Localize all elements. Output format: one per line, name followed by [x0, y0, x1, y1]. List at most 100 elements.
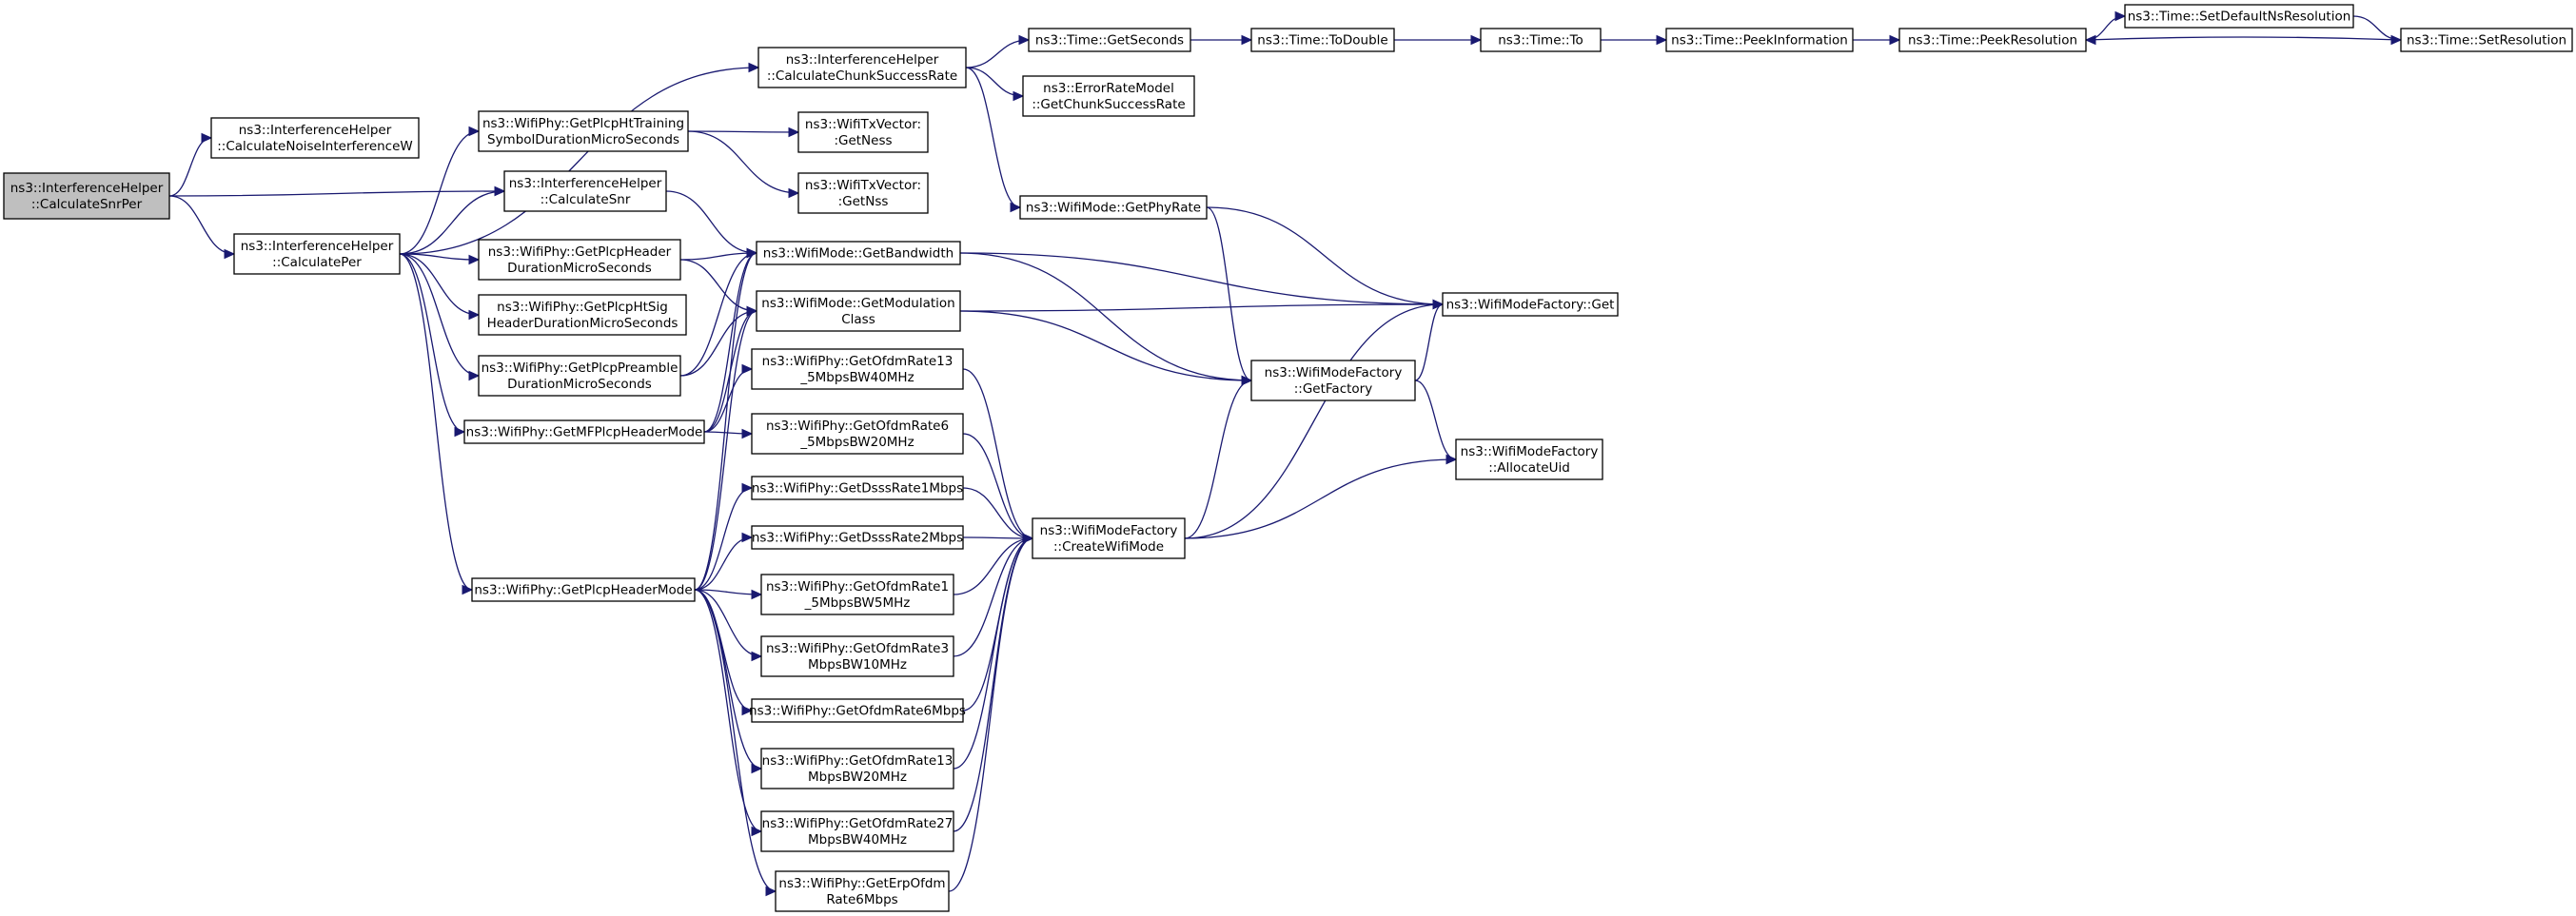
node-label-ofdm13_20: MbpsBW20MHz	[808, 770, 907, 785]
node-box-erpOfdm[interactable]	[775, 870, 950, 912]
node-box-dsss1[interactable]	[751, 476, 964, 500]
node-allocUid[interactable]: ns3::WifiModeFactory::AllocateUid	[1455, 439, 1603, 480]
node-box-dsss2[interactable]	[751, 525, 964, 550]
node-label-setDefaultNs: ns3::Time::SetDefaultNsResolution	[2128, 10, 2351, 25]
node-dsss2[interactable]: ns3::WifiPhy::GetDsssRate2Mbps	[751, 525, 964, 550]
edge-calcSnrPer-to-calcPer	[168, 195, 235, 255]
node-box-ofdm1_5[interactable]	[760, 574, 954, 615]
node-toDouble[interactable]: ns3::Time::ToDouble	[1250, 28, 1395, 52]
node-box-mfHeader[interactable]	[463, 419, 705, 444]
node-box-plcpHeaderDur[interactable]	[478, 239, 681, 281]
nodes-layer: ns3::InterferenceHelper::CalculateSnrPer…	[3, 4, 2573, 912]
node-mfHeader[interactable]: ns3::WifiPhy::GetMFPlcpHeaderMode	[463, 419, 705, 444]
node-box-getPhyRate[interactable]	[1019, 195, 1208, 220]
edge-dsss1-to-createMode	[962, 487, 1033, 539]
node-label-calcSnr: ::CalculateSnr	[541, 192, 631, 207]
node-box-ofdm3_10[interactable]	[760, 635, 954, 677]
node-chunk[interactable]: ns3::InterferenceHelper::CalculateChunkS…	[757, 47, 967, 88]
node-box-preamble[interactable]	[478, 355, 681, 397]
node-label-createMode: ns3::WifiModeFactory	[1040, 523, 1178, 538]
node-ofdm1_5[interactable]: ns3::WifiPhy::GetOfdmRate1_5MbpsBW5MHz	[760, 574, 954, 615]
node-preamble[interactable]: ns3::WifiPhy::GetPlcpPreambleDurationMic…	[478, 355, 681, 397]
node-box-createMode[interactable]	[1032, 517, 1186, 559]
node-getSeconds[interactable]: ns3::Time::GetSeconds	[1028, 28, 1191, 52]
node-getBandwidth[interactable]: ns3::WifiMode::GetBandwidth	[756, 241, 961, 265]
node-peekRes[interactable]: ns3::Time::PeekResolution	[1898, 28, 2087, 52]
node-getNess[interactable]: ns3::WifiTxVector::GetNess	[797, 111, 929, 153]
node-label-ofdm1_5: _5MbpsBW5MHz	[804, 595, 911, 611]
node-setRes[interactable]: ns3::Time::SetResolution	[2400, 28, 2573, 52]
node-calcSnrPer[interactable]: ns3::InterferenceHelper::CalculateSnrPer	[3, 172, 170, 220]
node-box-getSeconds[interactable]	[1028, 28, 1191, 52]
node-box-chunk[interactable]	[757, 47, 967, 88]
node-box-getNss[interactable]	[797, 172, 929, 214]
node-peekInfo[interactable]: ns3::Time::PeekInformation	[1665, 28, 1854, 52]
edge-getModClass-to-getFactory	[959, 310, 1252, 381]
node-box-peekRes[interactable]	[1898, 28, 2087, 52]
node-box-ofdm13_40[interactable]	[751, 348, 964, 390]
node-box-timeTo[interactable]	[1480, 28, 1602, 52]
arrowhead-plcpHeaderMode-to-dsss1	[741, 482, 754, 494]
node-box-calcSnr[interactable]	[503, 170, 667, 212]
edge-createMode-to-allocUid	[1184, 458, 1457, 539]
node-ofdm6[interactable]: ns3::WifiPhy::GetOfdmRate6Mbps	[749, 698, 966, 723]
node-box-errModel[interactable]	[1022, 75, 1195, 117]
node-factoryGet[interactable]: ns3::WifiModeFactory::Get	[1442, 292, 1619, 317]
node-ofdm6_20[interactable]: ns3::WifiPhy::GetOfdmRate6_5MbpsBW20MHz	[751, 413, 964, 455]
node-calcSnr[interactable]: ns3::InterferenceHelper::CalculateSnr	[503, 170, 667, 212]
node-box-peekInfo[interactable]	[1665, 28, 1854, 52]
node-timeTo[interactable]: ns3::Time::To	[1480, 28, 1602, 52]
node-box-calcPer[interactable]	[233, 233, 401, 275]
node-box-ofdm6_20[interactable]	[751, 413, 964, 455]
node-label-factoryGet: ns3::WifiModeFactory::Get	[1446, 298, 1615, 313]
arrowhead-calcPer-to-calcSnr	[494, 185, 506, 197]
node-box-setRes[interactable]	[2400, 28, 2573, 52]
node-box-getNess[interactable]	[797, 111, 929, 153]
arrowhead-timeTo-to-peekInfo	[1656, 34, 1668, 46]
node-htTraining[interactable]: ns3::WifiPhy::GetPlcpHtTrainingSymbolDur…	[478, 110, 689, 152]
edge-htTraining-to-getNess	[687, 130, 799, 133]
node-box-getBandwidth[interactable]	[756, 241, 961, 265]
node-htSig[interactable]: ns3::WifiPhy::GetPlcpHtSigHeaderDuration…	[478, 294, 687, 336]
node-label-peekRes: ns3::Time::PeekResolution	[1908, 33, 2077, 49]
node-dsss1[interactable]: ns3::WifiPhy::GetDsssRate1Mbps	[751, 476, 964, 500]
node-box-factoryGet[interactable]	[1442, 292, 1619, 317]
node-label-calcPer: ns3::InterferenceHelper	[241, 239, 394, 254]
node-label-erpOfdm: ns3::WifiPhy::GetErpOfdm	[778, 876, 945, 891]
node-ofdm13_40[interactable]: ns3::WifiPhy::GetOfdmRate13_5MbpsBW40MHz	[751, 348, 964, 390]
node-box-ofdm6[interactable]	[751, 698, 964, 723]
arrowhead-mfHeader-to-ofdm6_20	[741, 428, 754, 439]
node-box-ofdm27_40[interactable]	[760, 810, 954, 852]
node-plcpHeaderDur[interactable]: ns3::WifiPhy::GetPlcpHeaderDurationMicro…	[478, 239, 681, 281]
node-box-calcSnrPer[interactable]	[3, 172, 170, 220]
node-box-htTraining[interactable]	[478, 110, 689, 152]
node-box-toDouble[interactable]	[1250, 28, 1395, 52]
node-box-allocUid[interactable]	[1455, 439, 1603, 480]
node-getFactory[interactable]: ns3::WifiModeFactory::GetFactory	[1250, 360, 1416, 401]
node-box-calcNoise[interactable]	[210, 117, 420, 159]
node-box-plcpHeaderMode[interactable]	[471, 577, 696, 602]
node-box-getFactory[interactable]	[1250, 360, 1416, 401]
edge-getBandwidth-to-factoryGet	[959, 252, 1444, 305]
node-box-getModClass[interactable]	[756, 290, 961, 332]
edge-chunk-to-getPhyRate	[965, 67, 1021, 208]
node-calcNoise[interactable]: ns3::InterferenceHelper::CalculateNoiseI…	[210, 117, 420, 159]
node-setDefaultNs[interactable]: ns3::Time::SetDefaultNsResolution	[2124, 4, 2354, 29]
edge-plcpHeaderMode-to-ofdm27_40	[694, 589, 762, 832]
node-createMode[interactable]: ns3::WifiModeFactory::CreateWifiMode	[1032, 517, 1186, 559]
node-box-htSig[interactable]	[478, 294, 687, 336]
node-box-ofdm13_20[interactable]	[760, 748, 954, 789]
node-box-setDefaultNs[interactable]	[2124, 4, 2354, 29]
node-getNss[interactable]: ns3::WifiTxVector::GetNss	[797, 172, 929, 214]
node-errModel[interactable]: ns3::ErrorRateModel::GetChunkSuccessRate	[1022, 75, 1195, 117]
node-calcPer[interactable]: ns3::InterferenceHelper::CalculatePer	[233, 233, 401, 275]
edge-plcpHeaderMode-to-ofdm3_10	[694, 589, 762, 657]
node-plcpHeaderMode[interactable]: ns3::WifiPhy::GetPlcpHeaderMode	[471, 577, 696, 602]
arrowhead-calcPer-to-htTraining	[468, 126, 481, 137]
node-getPhyRate[interactable]: ns3::WifiMode::GetPhyRate	[1019, 195, 1208, 220]
